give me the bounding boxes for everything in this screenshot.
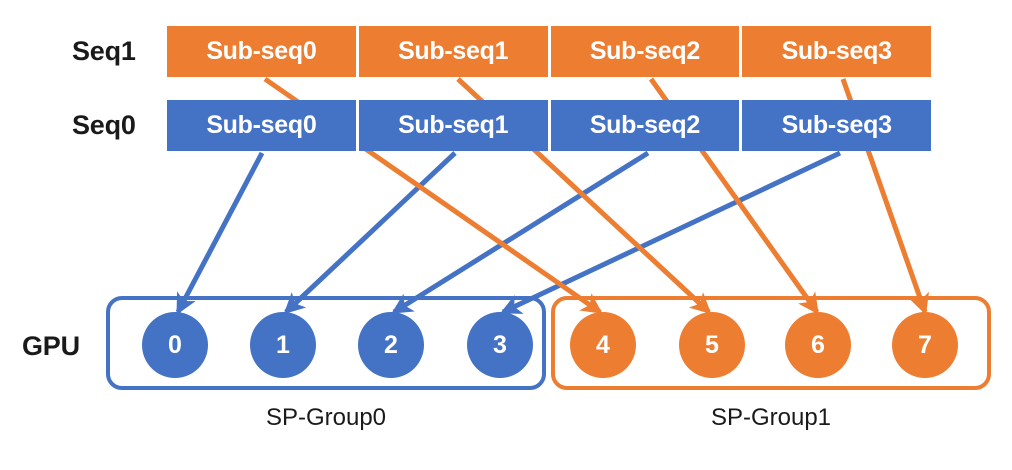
gpu-node-0: 0 bbox=[142, 312, 208, 378]
seq0-segment-1: Sub-seq1 bbox=[358, 100, 551, 151]
seq1-bar: Sub-seq0 Sub-seq1 Sub-seq2 Sub-seq3 bbox=[167, 26, 931, 77]
gpu-node-4: 4 bbox=[570, 312, 636, 378]
seq0-row-label: Seq0 bbox=[72, 110, 136, 140]
seq1-segment-0: Sub-seq0 bbox=[167, 26, 359, 77]
sp-group0-caption: SP-Group0 bbox=[265, 404, 387, 431]
seq0-segment-3: Sub-seq3 bbox=[742, 100, 931, 151]
seq0-bar: Sub-seq0 Sub-seq1 Sub-seq2 Sub-seq3 bbox=[167, 100, 931, 151]
gpu-node-7: 7 bbox=[892, 312, 958, 378]
gpu-row-label: GPU bbox=[22, 331, 80, 361]
arrow-seq0-subseq2-to-gpu2 bbox=[391, 150, 650, 315]
gpu-node-2: 2 bbox=[358, 312, 424, 378]
gpu-node-6: 6 bbox=[785, 312, 851, 378]
arrow-seq0-subseq0-to-gpu0 bbox=[175, 151, 265, 315]
seq1-segment-1: Sub-seq1 bbox=[358, 26, 551, 77]
seq1-segment-3: Sub-seq3 bbox=[742, 26, 931, 77]
gpu-node-1: 1 bbox=[250, 312, 316, 378]
gpu-node-3: 3 bbox=[467, 312, 533, 378]
seq1-segment-2: Sub-seq2 bbox=[550, 26, 743, 77]
arrow-seq0-subseq3-to-gpu3 bbox=[500, 150, 842, 315]
sp-group1-box bbox=[551, 296, 991, 390]
sp-group1-caption: SP-Group1 bbox=[710, 404, 832, 431]
seq0-segment-2: Sub-seq2 bbox=[550, 100, 743, 151]
seq0-segment-0: Sub-seq0 bbox=[167, 100, 359, 151]
arrow-seq0-subseq1-to-gpu1 bbox=[283, 151, 457, 315]
seq1-row-label: Seq1 bbox=[72, 36, 136, 66]
gpu-node-5: 5 bbox=[679, 312, 745, 378]
sp-group0-box bbox=[106, 296, 546, 390]
